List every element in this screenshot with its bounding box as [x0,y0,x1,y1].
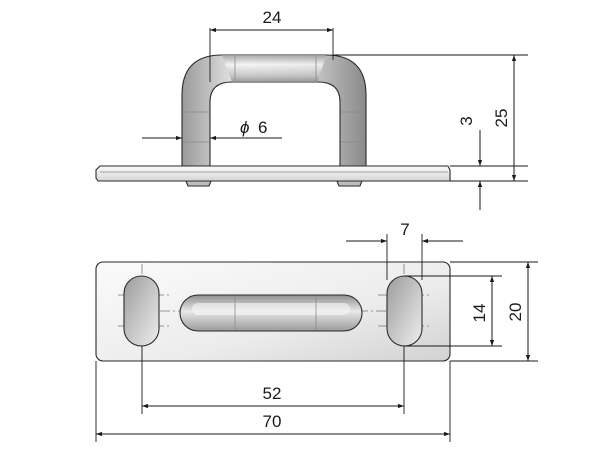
dim-total-height: 25 [492,109,511,128]
dim-rod-diameter-symbol: ϕ [240,118,249,137]
nut-left [185,180,212,187]
dim-handle-width: 24 [263,8,282,27]
base-plate-side [95,165,451,182]
dim-slot-width: 7 [400,220,409,239]
dim-plate-thickness: 3 [457,116,476,125]
dim-rod-diameter-value: 6 [258,118,267,137]
dim-plate-length: 70 [263,412,282,431]
dim-slot-length: 14 [470,304,489,323]
mounting-slot-left [123,275,160,347]
dim-hole-spacing: 52 [263,384,282,403]
nut-right [336,180,363,187]
side-view: 24 ϕ 6 3 25 [95,8,528,210]
top-view: 7 14 20 52 70 [95,220,538,442]
mounting-slot-right [386,275,423,347]
dim-plate-width: 20 [506,303,525,322]
